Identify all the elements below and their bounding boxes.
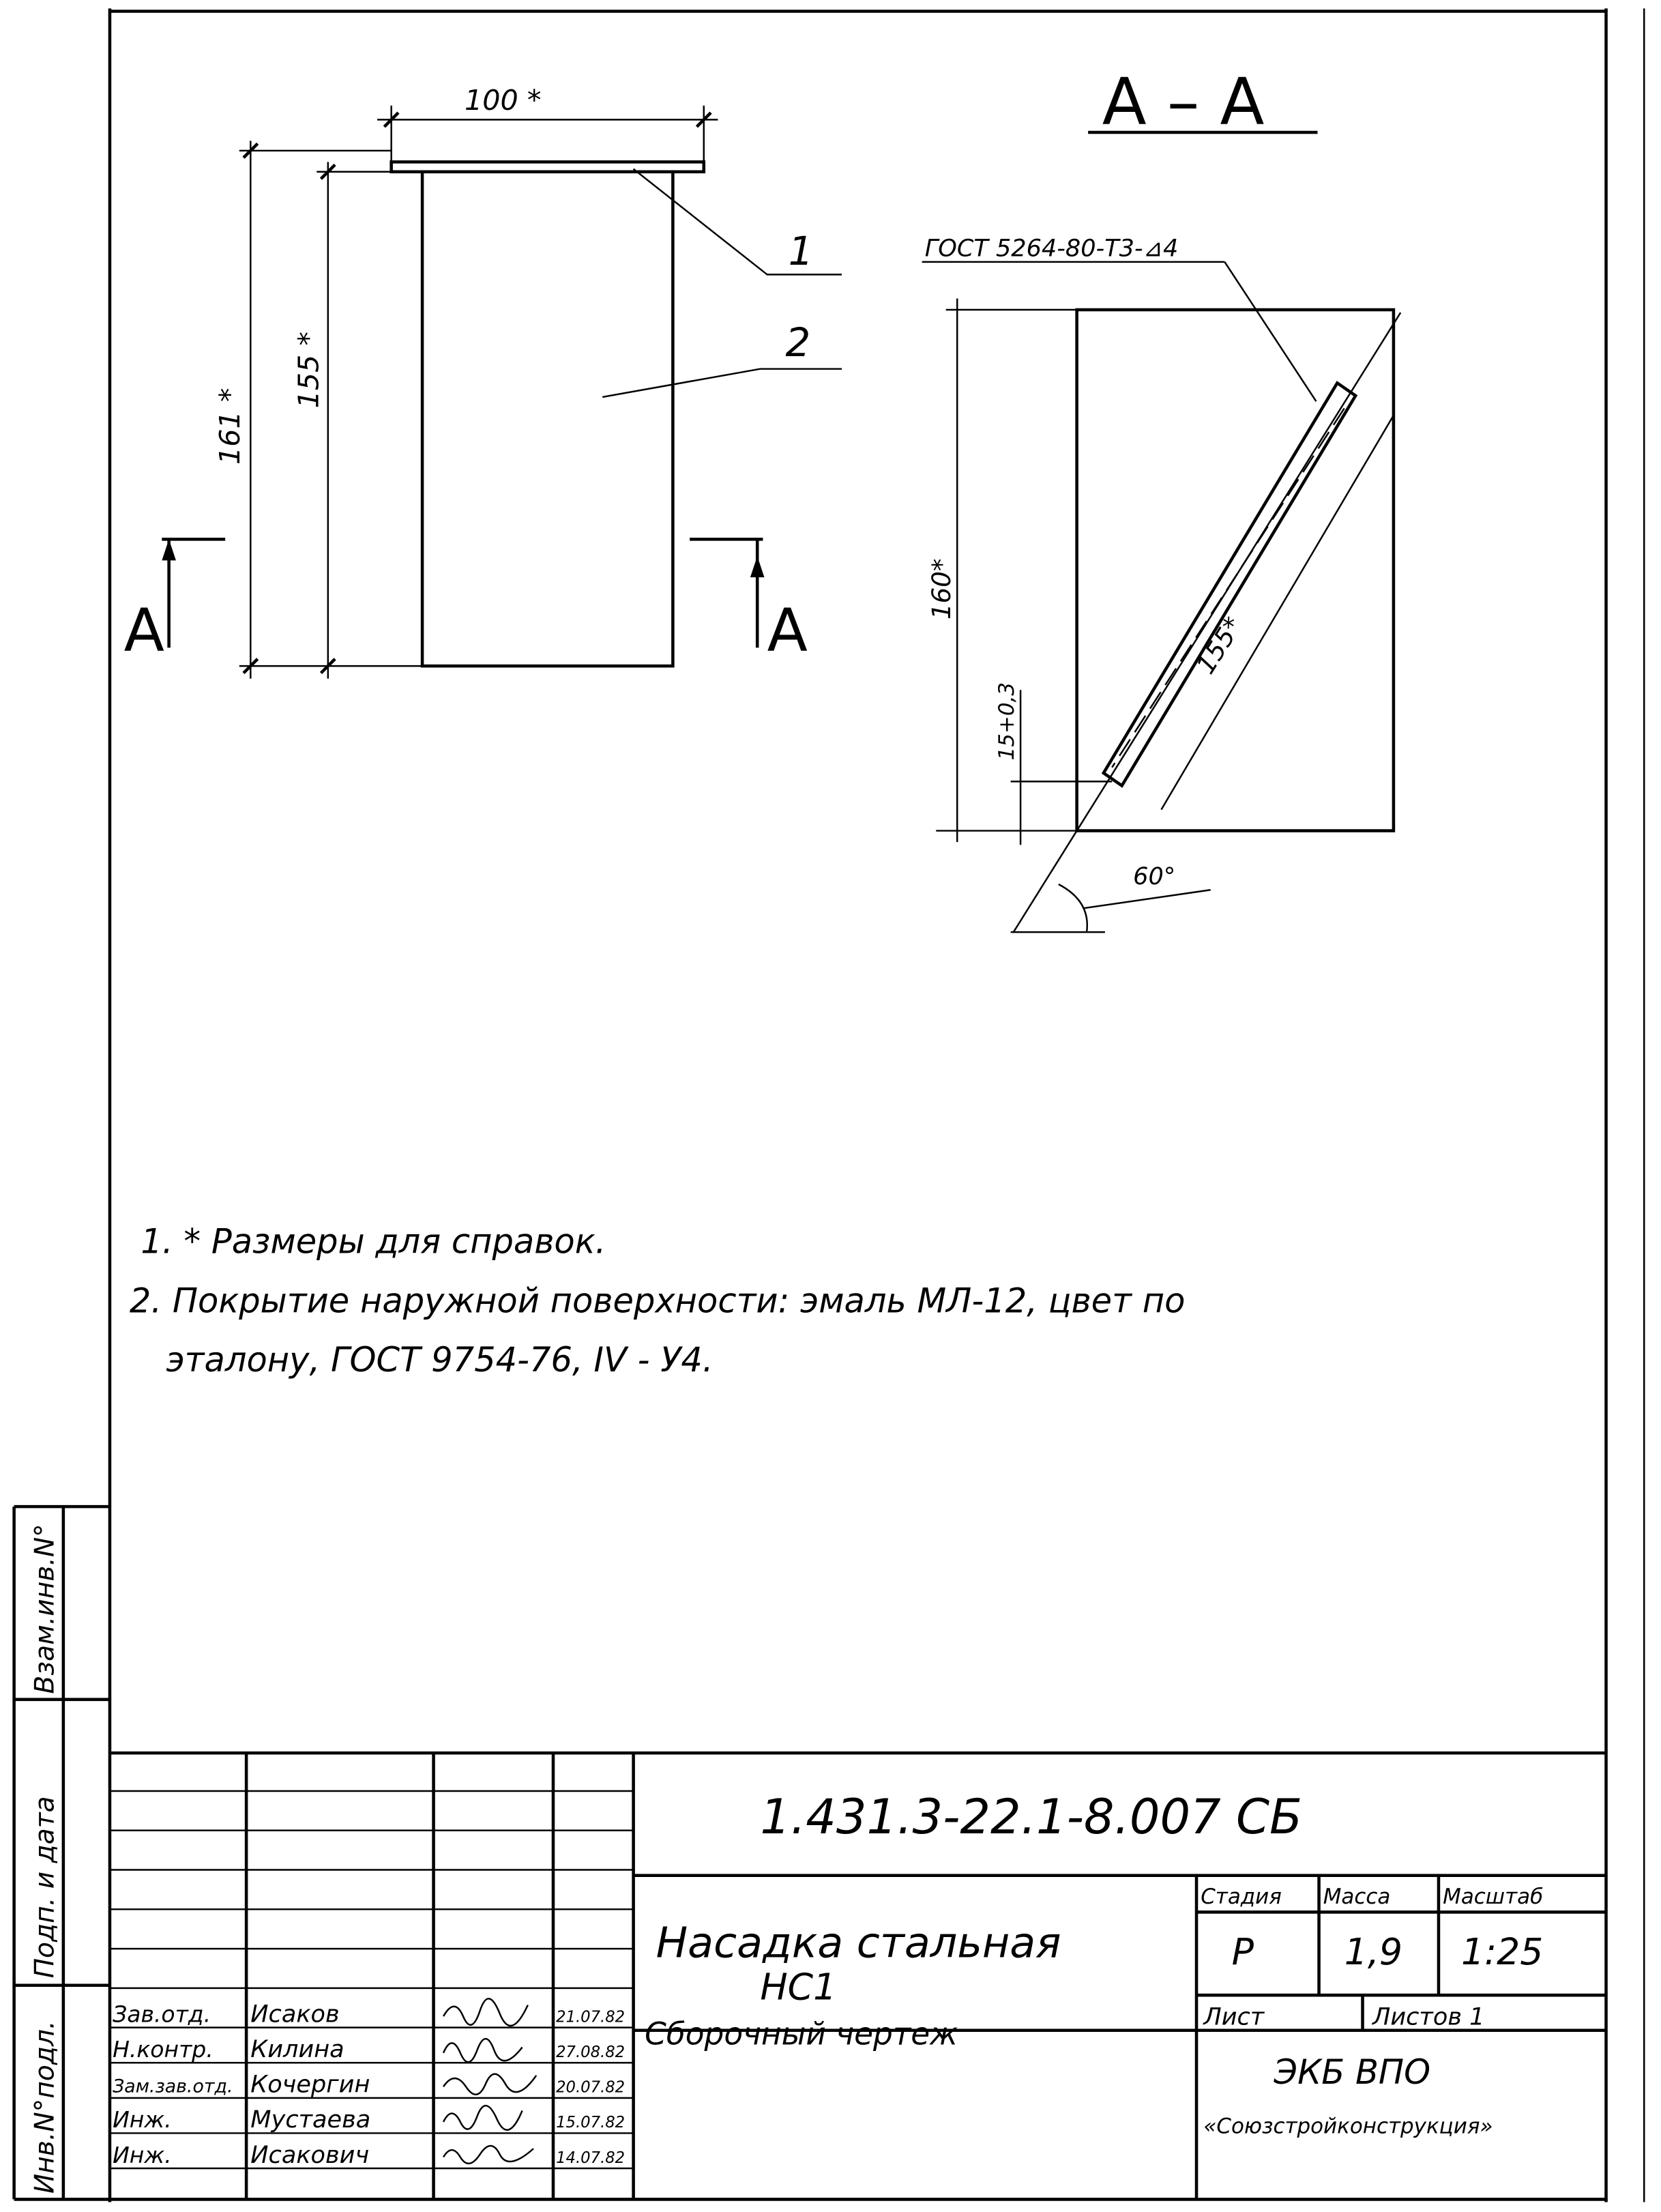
note-2-cont: эталону, ГОСТ 9754-76, IV - У4. [166, 1340, 714, 1380]
sheet-frame [14, 8, 1645, 2202]
part-code: НС1 [760, 1965, 836, 2008]
org-trust: «Союзстройконструкция» [1203, 2114, 1493, 2138]
signer-role: Зав.отд. [113, 2000, 211, 2027]
section-view: А – А ГОСТ 5264-80-Т3-⊿4 155* 160* 15+0,… [922, 65, 1402, 933]
angle-label: 60° [1133, 862, 1175, 890]
signer-name: Исакович [250, 2141, 369, 2169]
signer-date: 20.07.82 [556, 2079, 625, 2097]
org-name: ЭКБ ВПО [1274, 2052, 1431, 2092]
mass-value: 1,9 [1344, 1930, 1402, 1973]
dim-body-height: 155 * [292, 332, 325, 409]
welded-rod [1101, 381, 1358, 788]
inv-orig-label: Инв.N°подл. [29, 2021, 60, 2194]
weld-note: ГОСТ 5264-80-Т3-⊿4 [925, 235, 1179, 263]
stage-header: Стадия [1201, 1884, 1282, 1909]
note-1: 1. * Размеры для справок. [141, 1222, 606, 1262]
signer-role: Инж. [113, 2106, 171, 2133]
signer-name: Мустаева [250, 2106, 370, 2134]
dim-rod: 155* [1191, 612, 1248, 680]
signers: Зав.отд. Исаков 21.07.82 Н.контр. Килина… [113, 1998, 625, 2169]
replace-inv-label: Взам.инв.N° [29, 1524, 60, 1693]
signer-role: Зам.зав.отд. [113, 2076, 233, 2097]
dim-height: 160* [927, 559, 956, 620]
note-2: 2. Покрытие наружной поверхности: эмаль … [130, 1281, 1186, 1320]
dim-width: 100 * [465, 84, 542, 117]
scale-header: Масштаб [1443, 1884, 1543, 1909]
section-outline [1075, 308, 1396, 832]
signer-name: Исаков [250, 2000, 339, 2028]
callout-2: 2 [785, 319, 810, 366]
body-part-2 [420, 170, 675, 668]
signer-date: 15.07.82 [556, 2114, 625, 2131]
mass-header: Масса [1323, 1884, 1391, 1909]
sign-date-label: Подп. и дата [29, 1796, 60, 1978]
stage-value: Р [1232, 1930, 1254, 1973]
svg-text:A: A [124, 596, 164, 665]
section-title: А – А [1102, 65, 1265, 140]
drawing-type: Сборочный чертеж [645, 2015, 958, 2052]
signer-name: Килина [250, 2035, 344, 2063]
notes: 1. * Размеры для справок. 2. Покрытие на… [130, 1222, 1186, 1380]
scale-value: 1:25 [1461, 1930, 1543, 1973]
sheets-label: Листов 1 [1371, 2003, 1484, 2031]
side-stamp: Взам.инв.N° Подп. и дата Инв.N°подл. [12, 1504, 110, 2200]
section-mark-left: A [124, 538, 226, 665]
callout-1: 1 [789, 228, 814, 274]
signer-date: 21.07.82 [556, 2008, 625, 2026]
dim-offset: 15+0,3 [995, 682, 1019, 761]
title-block: 1.431.3-22.1-8.007 СБ Насадка стальная Н… [109, 1751, 1606, 2200]
signer-date: 14.07.82 [556, 2149, 625, 2167]
section-mark-right: A [690, 538, 808, 665]
signer-name: Кочергин [250, 2071, 370, 2099]
main-view: 100 * 161 * 155 * 1 2 A A [124, 84, 842, 679]
dim-total-height: 161 * [214, 388, 246, 465]
doc-number: 1.431.3-22.1-8.007 СБ [760, 1789, 1302, 1845]
svg-text:A: A [767, 596, 808, 665]
signer-role: Н.контр. [113, 2036, 214, 2063]
signer-date: 27.08.82 [556, 2043, 625, 2061]
sheet-label: Лист [1202, 2003, 1265, 2031]
part-name: Насадка стальная [656, 1918, 1061, 1967]
signature-scribbles [442, 1998, 538, 2165]
signer-role: Инж. [113, 2142, 171, 2168]
